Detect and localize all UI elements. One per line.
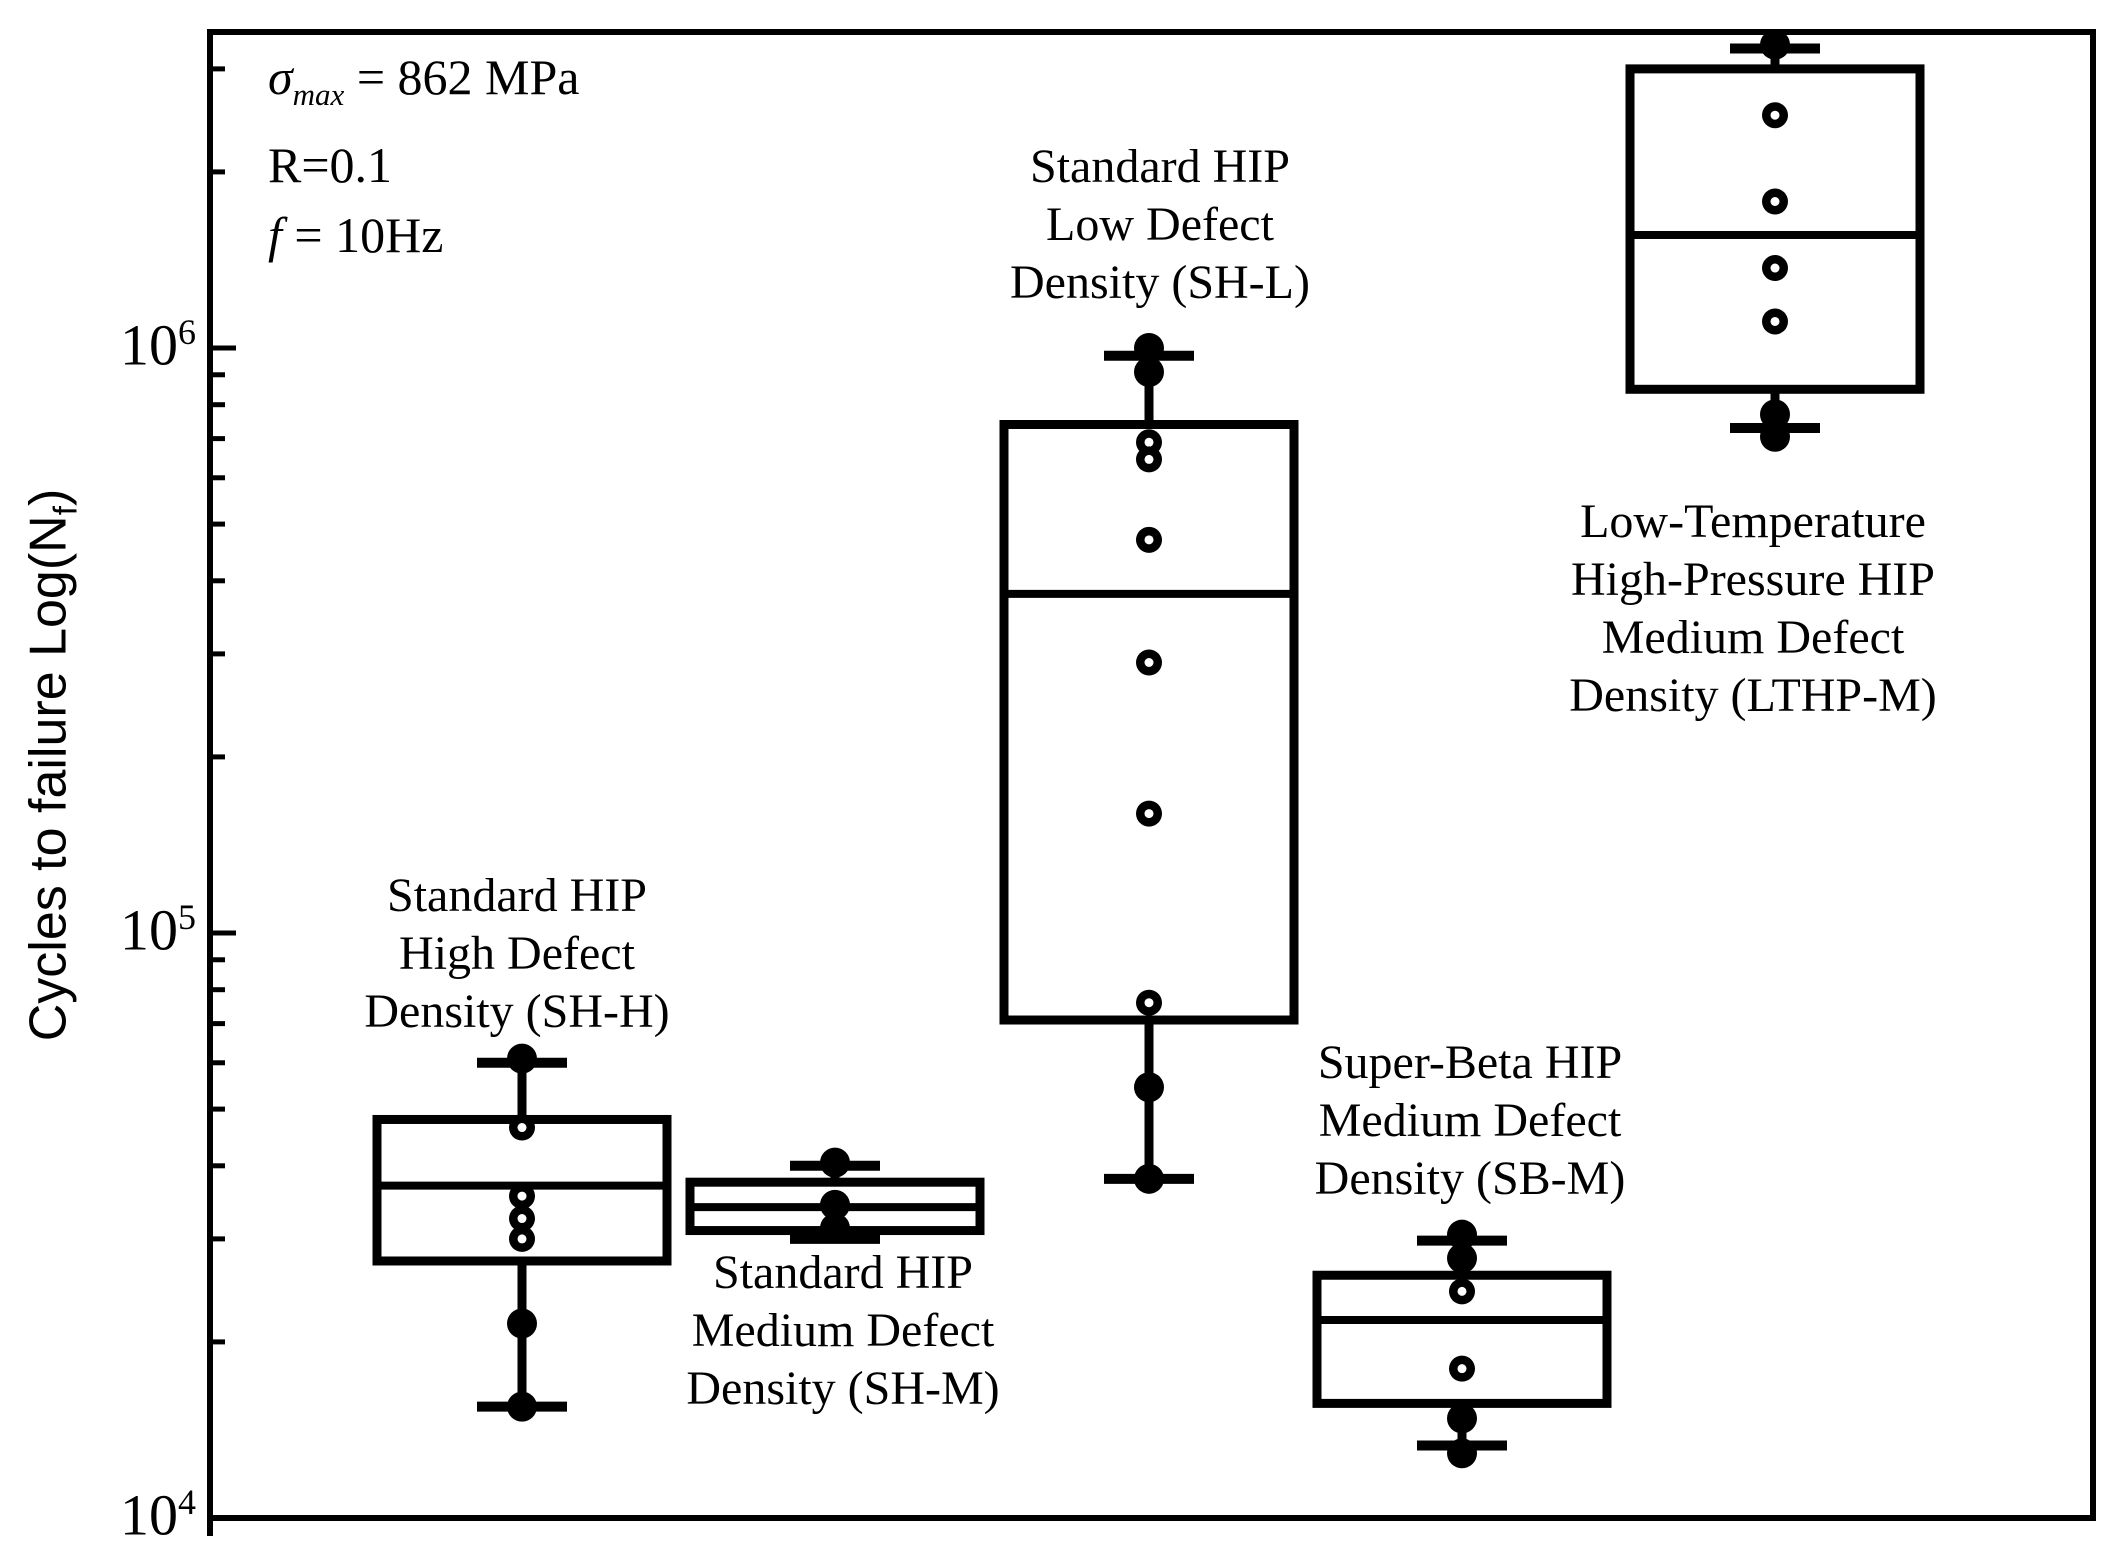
data-point-hole-SH-H (517, 1234, 527, 1244)
data-point-hole-SB-M (1457, 1286, 1467, 1296)
tick-base: 10 (120, 897, 179, 963)
sigma-subscript: max (292, 77, 345, 112)
group-label-line: High-Pressure HIP (1571, 553, 1935, 606)
tick-base: 10 (120, 1482, 179, 1548)
data-point-LTHP-M (1760, 29, 1790, 60)
data-point-SB-M (1447, 1243, 1477, 1274)
frequency-symbol: f (268, 207, 282, 263)
tick-exponent: 6 (178, 312, 196, 352)
data-point-SH-M (820, 1189, 850, 1220)
data-point-SH-L (1134, 333, 1164, 363)
stress-ratio-value: R=0.1 (268, 137, 393, 193)
data-point-SH-M (820, 1147, 850, 1178)
data-point-hole-SB-M (1457, 1364, 1467, 1374)
tick-label-10e5: 105 (0, 882, 196, 965)
group-label-line: Standard HIP (1030, 140, 1290, 193)
data-point-hole-LTHP-M (1770, 316, 1780, 326)
iqr-box-SH-L (999, 419, 1299, 1025)
group-label-line: Low-Temperature (1580, 495, 1926, 548)
data-point-hole-SH-L (1144, 998, 1154, 1008)
plot-frame (207, 29, 2096, 1521)
data-point-SH-H (507, 1391, 537, 1422)
data-point-LTHP-M (1760, 421, 1790, 452)
group-label-line: Density (SB-M) (1314, 1152, 1626, 1205)
data-point-SH-L (1134, 1072, 1164, 1103)
data-point-SH-L (1134, 1163, 1164, 1194)
group-label-line: Density (LTHP-M) (1569, 669, 1937, 722)
group-label-line: Medium Defect (1318, 1094, 1622, 1147)
annotation-max-stress: σmax = 862 MPa (268, 42, 579, 130)
tick-exponent: 5 (178, 897, 196, 937)
data-point-hole-SH-L (1144, 657, 1154, 667)
data-point-SH-M (820, 1213, 850, 1244)
tick-label-10e6: 106 (0, 297, 196, 380)
data-point-hole-SH-H (517, 1191, 527, 1201)
max-stress-value: = 862 MPa (344, 49, 580, 105)
annotation-frequency: f = 10Hz (268, 200, 579, 270)
annotation-stress-ratio: R=0.1 (268, 130, 579, 200)
y-axis-title-subscript: f (47, 506, 85, 516)
group-label-line: Standard HIP (713, 1246, 973, 1299)
group-label-line: Low Defect (1046, 198, 1274, 251)
data-point-SH-H (507, 1308, 537, 1339)
tick-exponent: 4 (178, 1482, 196, 1522)
group-label-line: High Defect (399, 927, 635, 980)
data-point-SB-M (1447, 1403, 1477, 1434)
data-point-hole-SH-H (517, 1214, 527, 1224)
data-point-SH-L (1134, 356, 1164, 387)
frequency-value: = 10Hz (281, 207, 444, 263)
group-label-line: Density (SH-H) (364, 985, 670, 1038)
iqr-box-LTHP-M (1625, 64, 1925, 394)
data-point-hole-SH-L (1144, 437, 1154, 447)
tick-label-10e4: 104 (0, 1467, 196, 1550)
group-label-line: Medium Defect (1601, 611, 1905, 664)
data-point-SB-M (1447, 1219, 1477, 1250)
data-point-LTHP-M (1760, 399, 1790, 430)
data-point-hole-SH-H (517, 1123, 527, 1133)
group-label-line: Standard HIP (387, 869, 647, 922)
data-point-hole-SH-L (1144, 809, 1154, 819)
tick-base: 10 (120, 312, 179, 378)
group-label-line: Medium Defect (691, 1304, 995, 1357)
group-label-line: Super-Beta HIP (1317, 1036, 1623, 1089)
test-conditions-annotation: σmax = 862 MPa R=0.1 f = 10Hz (268, 42, 579, 270)
sigma-symbol: σ (268, 49, 293, 105)
data-point-SB-M (1447, 1438, 1477, 1469)
data-point-hole-LTHP-M (1770, 110, 1780, 120)
data-point-hole-LTHP-M (1770, 263, 1780, 273)
data-point-hole-LTHP-M (1770, 197, 1780, 207)
data-point-hole-SH-L (1144, 454, 1154, 464)
group-label-line: Density (SH-M) (686, 1362, 1000, 1415)
data-point-hole-SH-L (1144, 535, 1154, 545)
data-point-SH-H (507, 1043, 537, 1074)
y-axis-title-close: ) (19, 488, 78, 507)
group-label-line: Density (SH-L) (1010, 256, 1310, 309)
